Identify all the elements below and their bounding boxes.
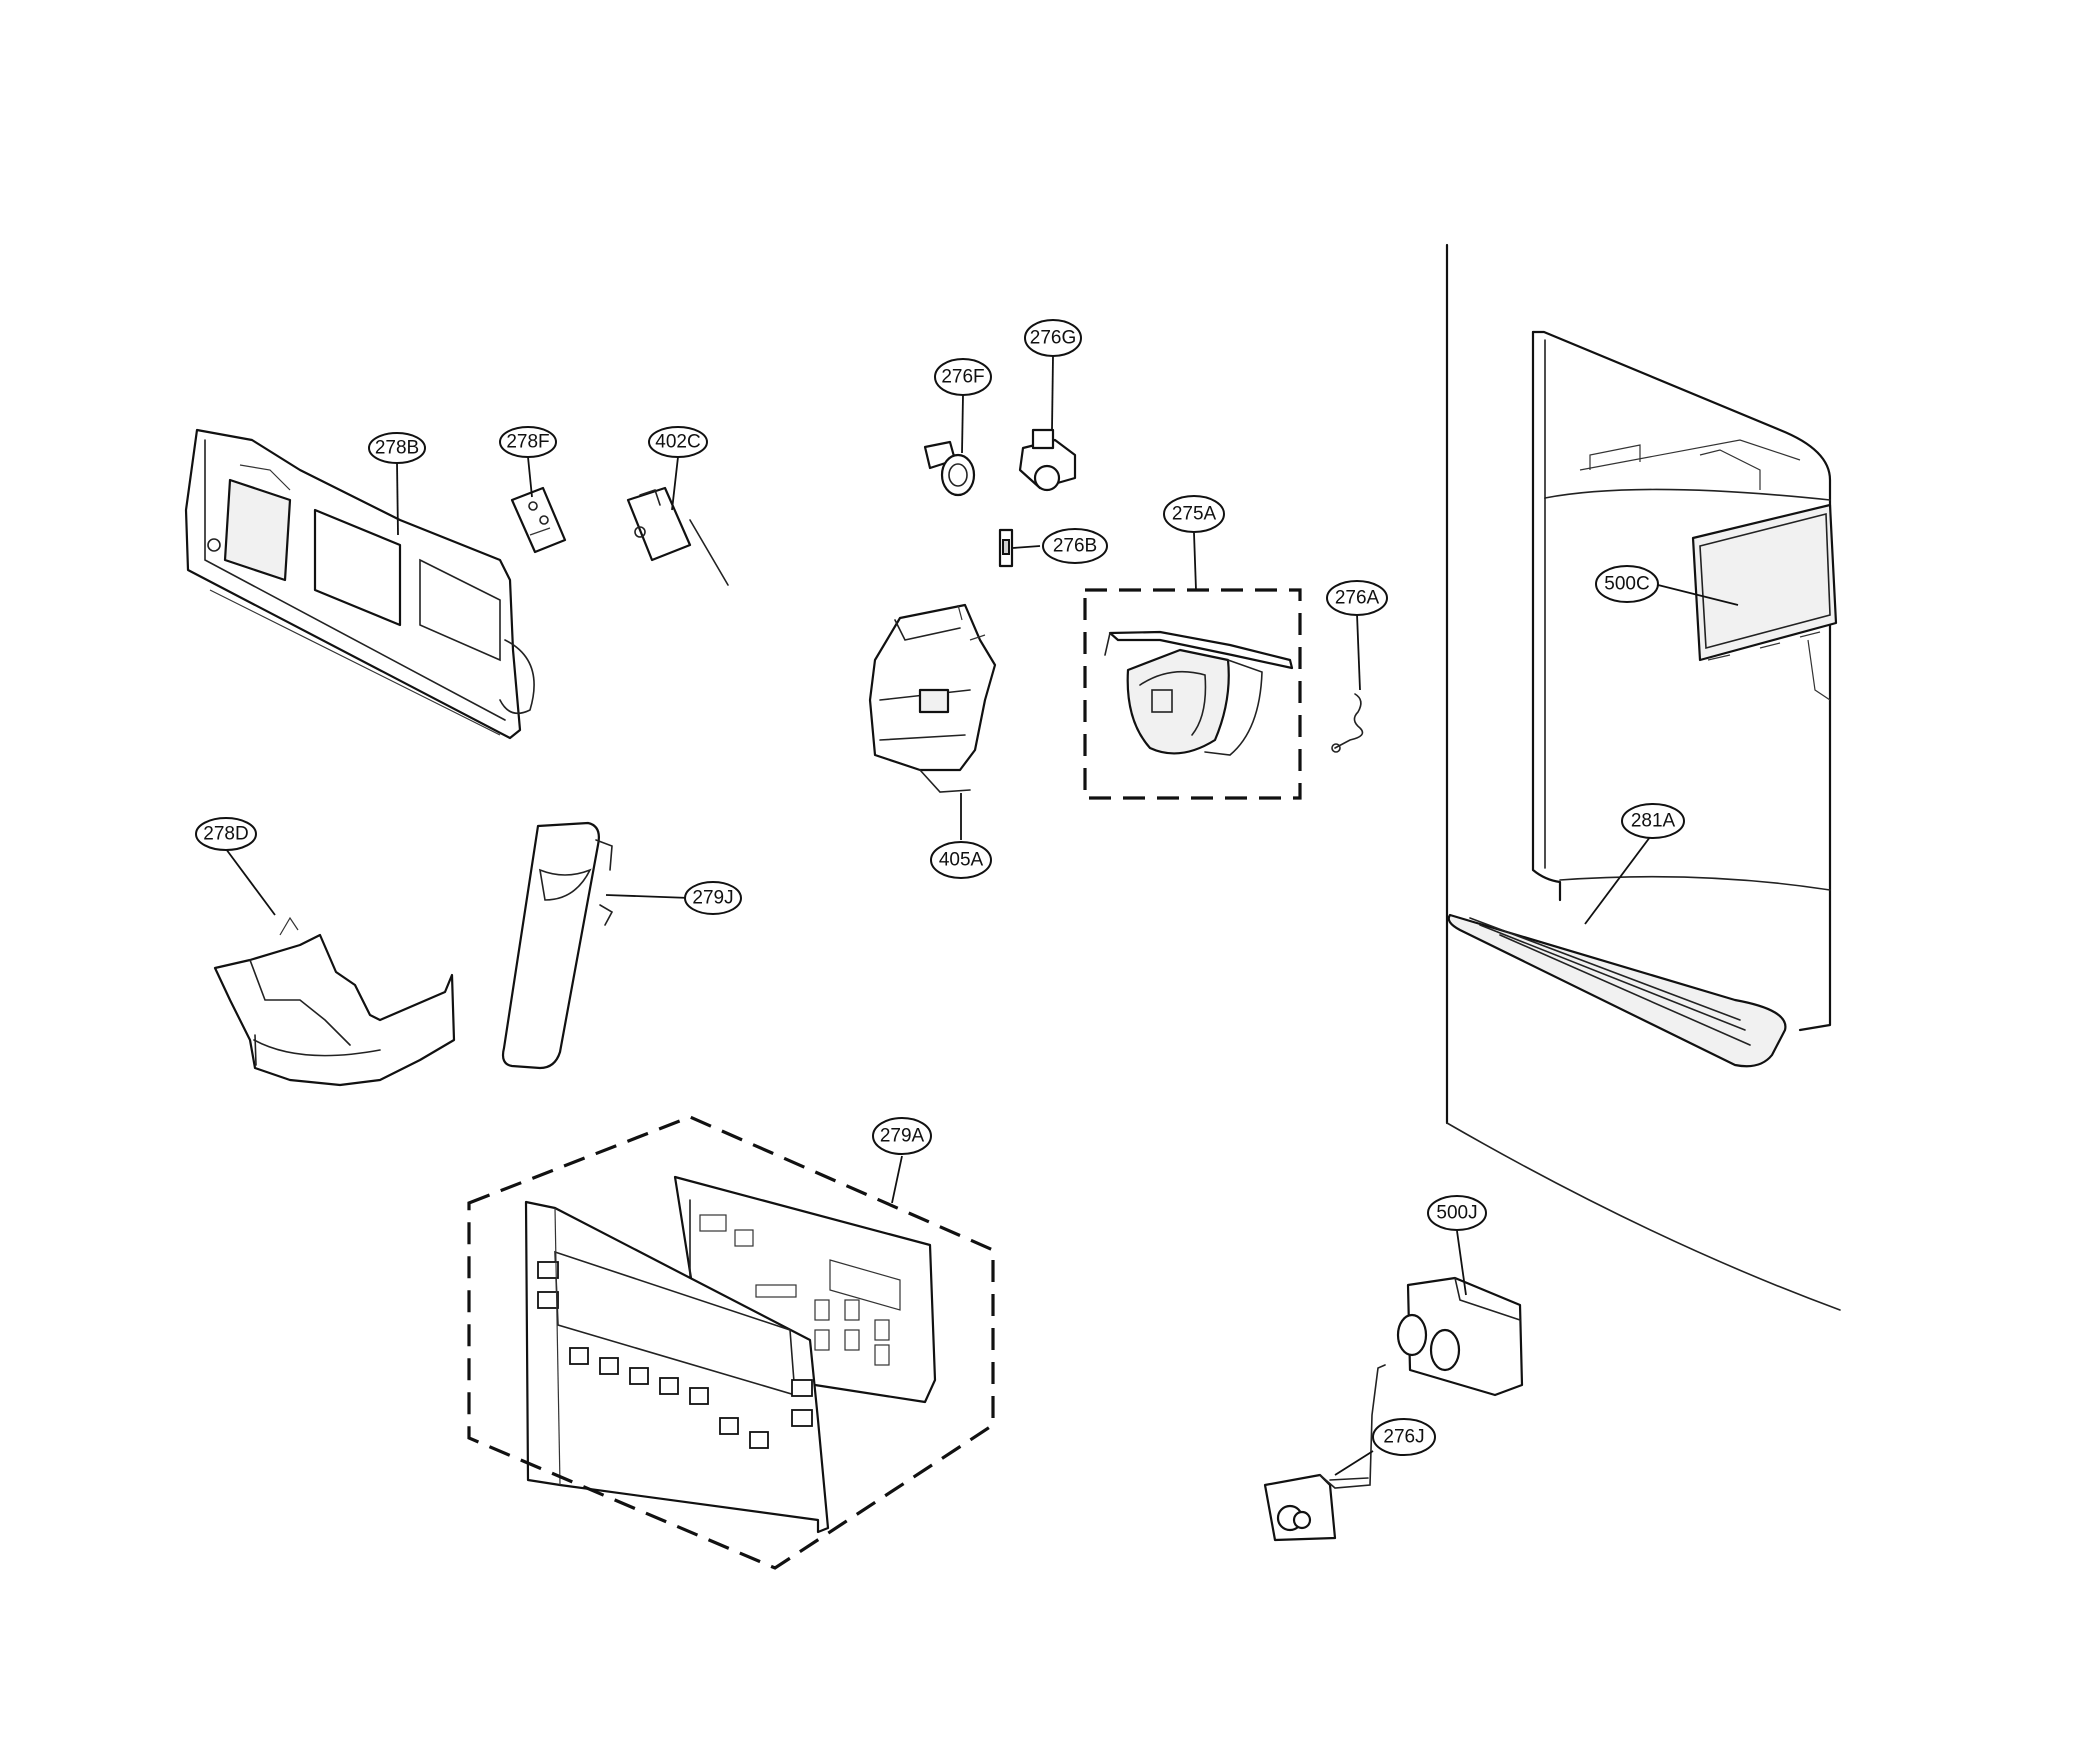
leader-lines xyxy=(225,355,1739,1476)
callout-label-281A: 281A xyxy=(1631,811,1676,832)
callout-500J: 500J xyxy=(1427,1195,1487,1231)
callout-label-405A: 405A xyxy=(939,850,984,871)
callout-278D: 278D xyxy=(195,817,257,851)
callout-label-278B: 278B xyxy=(375,438,419,459)
callout-label-500J: 500J xyxy=(1436,1203,1477,1224)
callout-405A: 405A xyxy=(930,841,992,879)
callout-278F: 278F xyxy=(499,426,557,458)
callout-label-276F: 276F xyxy=(941,367,984,388)
part-405A-motor xyxy=(868,603,997,793)
group-box-279A xyxy=(467,1115,995,1570)
callout-label-276J: 276J xyxy=(1383,1427,1424,1448)
callout-276J: 276J xyxy=(1372,1418,1436,1456)
part-276F-knob xyxy=(923,440,976,497)
callout-label-276G: 276G xyxy=(1030,328,1076,349)
callout-label-279J: 279J xyxy=(692,888,733,909)
part-278D-chute xyxy=(213,916,456,1087)
callout-279A: 279A xyxy=(872,1117,932,1155)
callout-label-279A: 279A xyxy=(880,1126,925,1147)
callout-label-278D: 278D xyxy=(203,824,248,845)
part-276J-bracket xyxy=(1263,1364,1386,1542)
callout-label-276A: 276A xyxy=(1335,588,1380,609)
part-276G-thermostat xyxy=(1018,428,1077,492)
part-278B-housing xyxy=(184,428,535,740)
part-402C-switch xyxy=(626,486,729,586)
callout-281A: 281A xyxy=(1621,803,1685,839)
part-278F-bracket xyxy=(510,486,567,554)
callout-276A: 276A xyxy=(1326,580,1388,616)
callout-label-275A: 275A xyxy=(1172,504,1217,525)
group-box-275A xyxy=(1083,588,1302,800)
display-panel-500C xyxy=(1691,503,1838,662)
callout-label-500C: 500C xyxy=(1604,574,1649,595)
callout-276G: 276G xyxy=(1024,319,1082,357)
callout-275A: 275A xyxy=(1163,495,1225,533)
callout-278B: 278B xyxy=(368,432,426,464)
part-279J-lever xyxy=(501,821,614,1070)
callout-402C: 402C xyxy=(648,426,708,458)
callout-label-278F: 278F xyxy=(506,432,549,453)
callout-279J: 279J xyxy=(684,881,742,915)
refrigerator-door xyxy=(1445,243,1841,1311)
part-279A-control-panel xyxy=(524,1175,937,1534)
callout-label-276B: 276B xyxy=(1053,536,1097,557)
part-276A-spring xyxy=(1331,693,1364,753)
dispenser-tray-281A xyxy=(1447,913,1787,1068)
part-276B-clip xyxy=(998,528,1014,568)
callout-500C: 500C xyxy=(1595,565,1659,603)
callout-276B: 276B xyxy=(1042,528,1108,564)
callout-276F: 276F xyxy=(934,358,992,396)
part-275A-assembly xyxy=(1104,630,1294,756)
callout-label-402C: 402C xyxy=(655,432,700,453)
part-500J-module xyxy=(1396,1276,1524,1397)
